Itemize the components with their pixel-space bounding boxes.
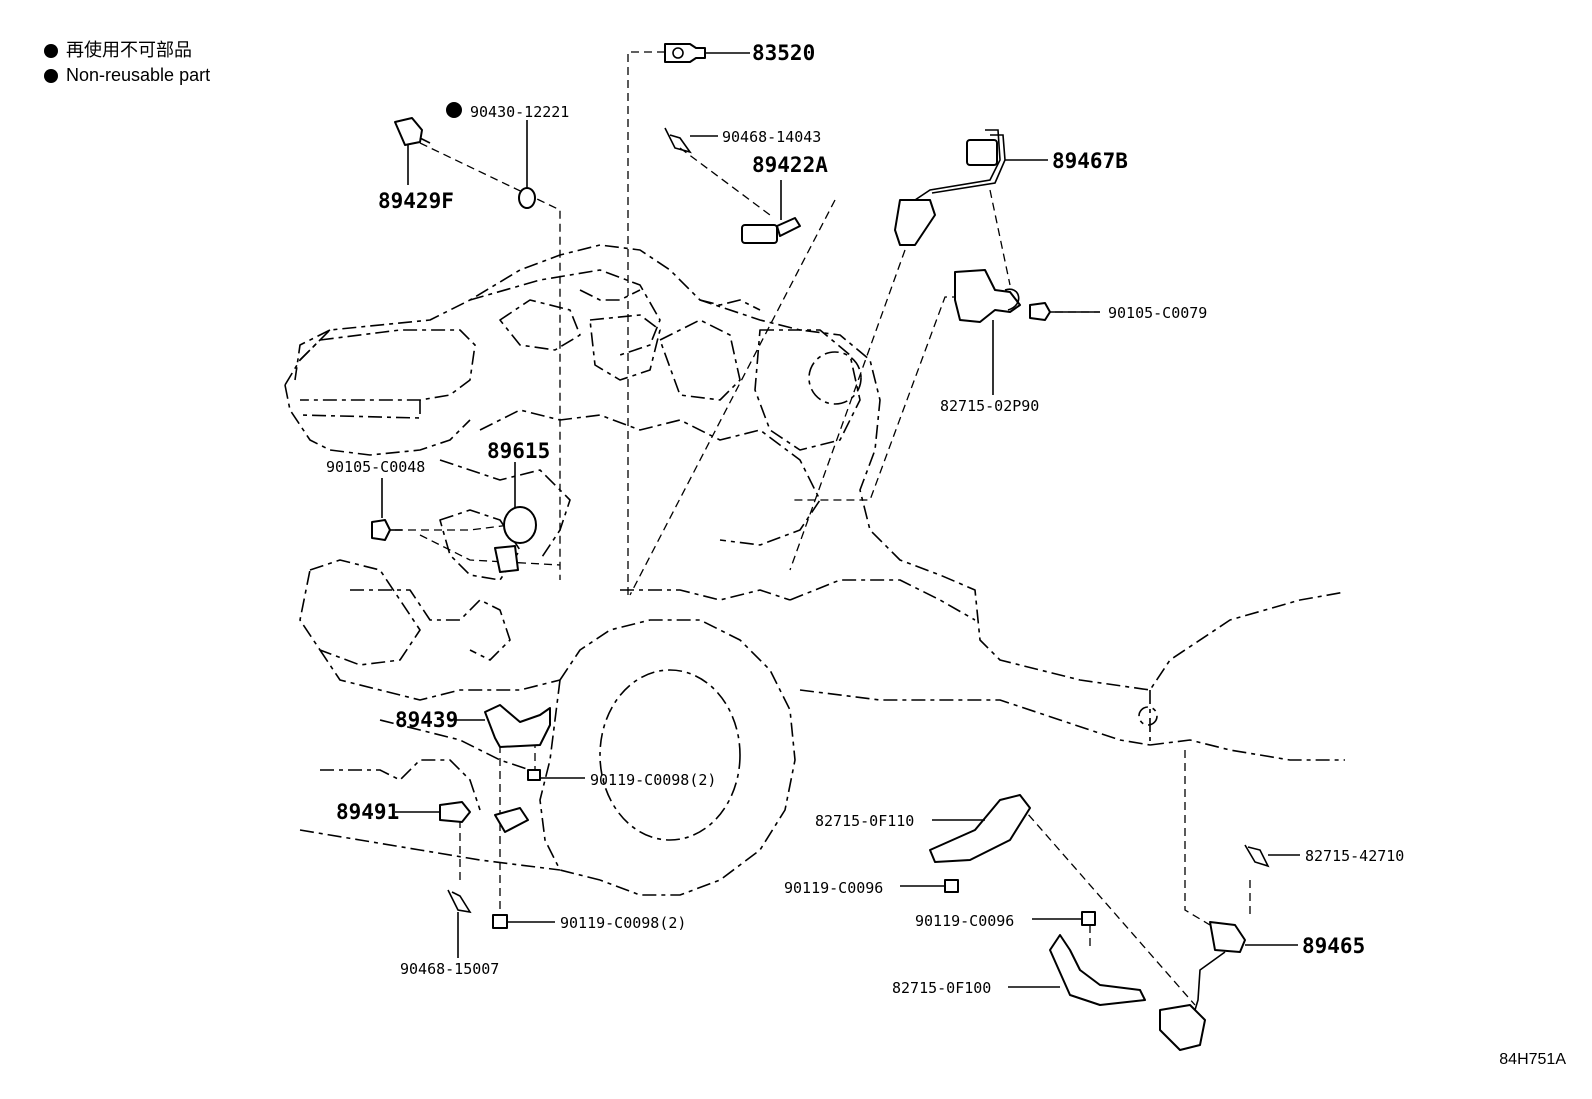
label-82715-42710: 82715-42710 [1305, 847, 1404, 865]
label-90119-C0098-upper: 90119-C0098(2) [590, 771, 716, 789]
label-82715-0F100: 82715-0F100 [892, 979, 991, 997]
label-90430-12221: 90430-12221 [470, 103, 569, 121]
part-89439-bracket[interactable] [455, 704, 551, 748]
legend-text-ja: 再使用不可部品 [66, 40, 192, 60]
legend-row-en: Non-reusable part [44, 63, 210, 88]
label-89467B: 89467B [1052, 149, 1128, 173]
part-89491-sensor[interactable] [395, 801, 529, 833]
leader-lines [395, 51, 1251, 1006]
part-90119-C0096-bolt-b[interactable] [1032, 911, 1096, 926]
part-89615-sensor[interactable] [494, 462, 537, 573]
label-83520: 83520 [752, 41, 815, 65]
part-89429F-sensor[interactable] [394, 117, 431, 185]
part-82715-42710-clip[interactable] [1244, 844, 1300, 868]
label-89422A: 89422A [752, 153, 828, 177]
part-90468-14043-clip[interactable] [664, 127, 718, 154]
label-90105-C0048: 90105-C0048 [326, 458, 425, 476]
part-90430-gasket[interactable] [446, 102, 536, 209]
part-82715-0F110-bracket[interactable] [929, 794, 1031, 863]
part-82715-0F100-bracket[interactable] [1008, 934, 1146, 1006]
label-90105-C0079: 90105-C0079 [1108, 304, 1207, 322]
non-reusable-dot-icon [44, 43, 58, 58]
diagram-code: 84H751A [1499, 1051, 1566, 1068]
part-83520-sensor[interactable] [664, 43, 750, 63]
part-89422A-sensor[interactable] [741, 180, 801, 244]
label-90468-15007: 90468-15007 [400, 960, 499, 978]
part-90468-15007-clip[interactable] [447, 889, 472, 958]
legend-row-ja: 再使用不可部品 [44, 38, 210, 63]
part-90105-C0079-bolt[interactable] [1029, 302, 1100, 321]
non-reusable-dot-icon [44, 68, 58, 83]
label-90119-C0096-a: 90119-C0096 [784, 879, 883, 897]
label-89429F: 89429F [378, 189, 454, 213]
part-90119-C0098-lower-bolt[interactable] [492, 914, 555, 929]
part-labels: 83520 90430-12221 89429F 90468-14043 894… [326, 41, 1404, 997]
label-90119-C0096-b: 90119-C0096 [915, 912, 1014, 930]
part-89465-sensor-harness[interactable] [1159, 921, 1298, 1051]
label-82715-02P90: 82715-02P90 [940, 397, 1039, 415]
label-90119-C0098-lower: 90119-C0098(2) [560, 914, 686, 932]
engine-outline [284, 244, 1346, 896]
label-89439: 89439 [395, 708, 458, 732]
part-89467B-sensor-harness[interactable] [894, 129, 1048, 246]
label-90468-14043: 90468-14043 [722, 128, 821, 146]
legend: 再使用不可部品 Non-reusable part [44, 38, 210, 88]
label-89465: 89465 [1302, 934, 1365, 958]
label-89615: 89615 [487, 439, 550, 463]
part-82715-02P90-bracket[interactable] [954, 269, 1021, 395]
label-89491: 89491 [336, 800, 399, 824]
part-90119-C0098-upper-bolt[interactable] [527, 769, 585, 781]
part-90119-C0096-bolt-a[interactable] [900, 879, 959, 893]
legend-text-en: Non-reusable part [66, 65, 211, 85]
label-82715-0F110: 82715-0F110 [815, 812, 914, 830]
part-90105-C0048-bolt[interactable] [371, 478, 402, 541]
